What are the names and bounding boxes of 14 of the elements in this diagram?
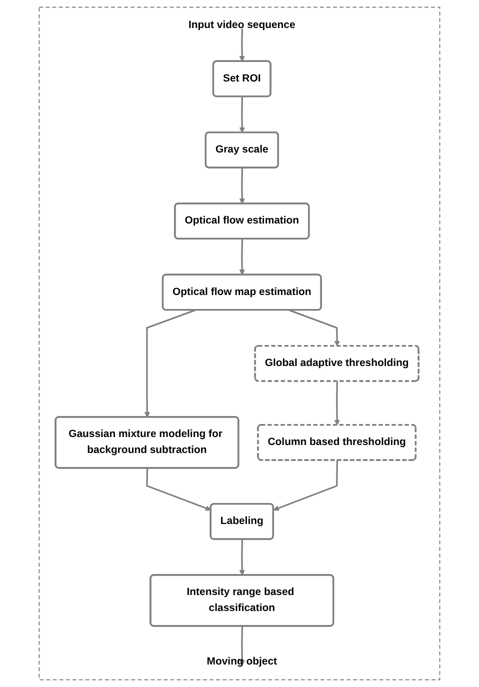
node-text: Moving object (206, 656, 278, 668)
arrow (334, 381, 340, 426)
arrow (144, 309, 196, 418)
arrow (239, 28, 246, 62)
arrow (273, 460, 338, 511)
arrow (288, 309, 340, 346)
arrow (239, 168, 246, 204)
arrow (239, 96, 246, 133)
node-text: Input video sequence (188, 19, 296, 30)
cluster (38, 6, 440, 680)
arrow (239, 539, 246, 576)
arrow (146, 468, 212, 511)
arrow (239, 239, 246, 276)
arrow (239, 626, 246, 666)
